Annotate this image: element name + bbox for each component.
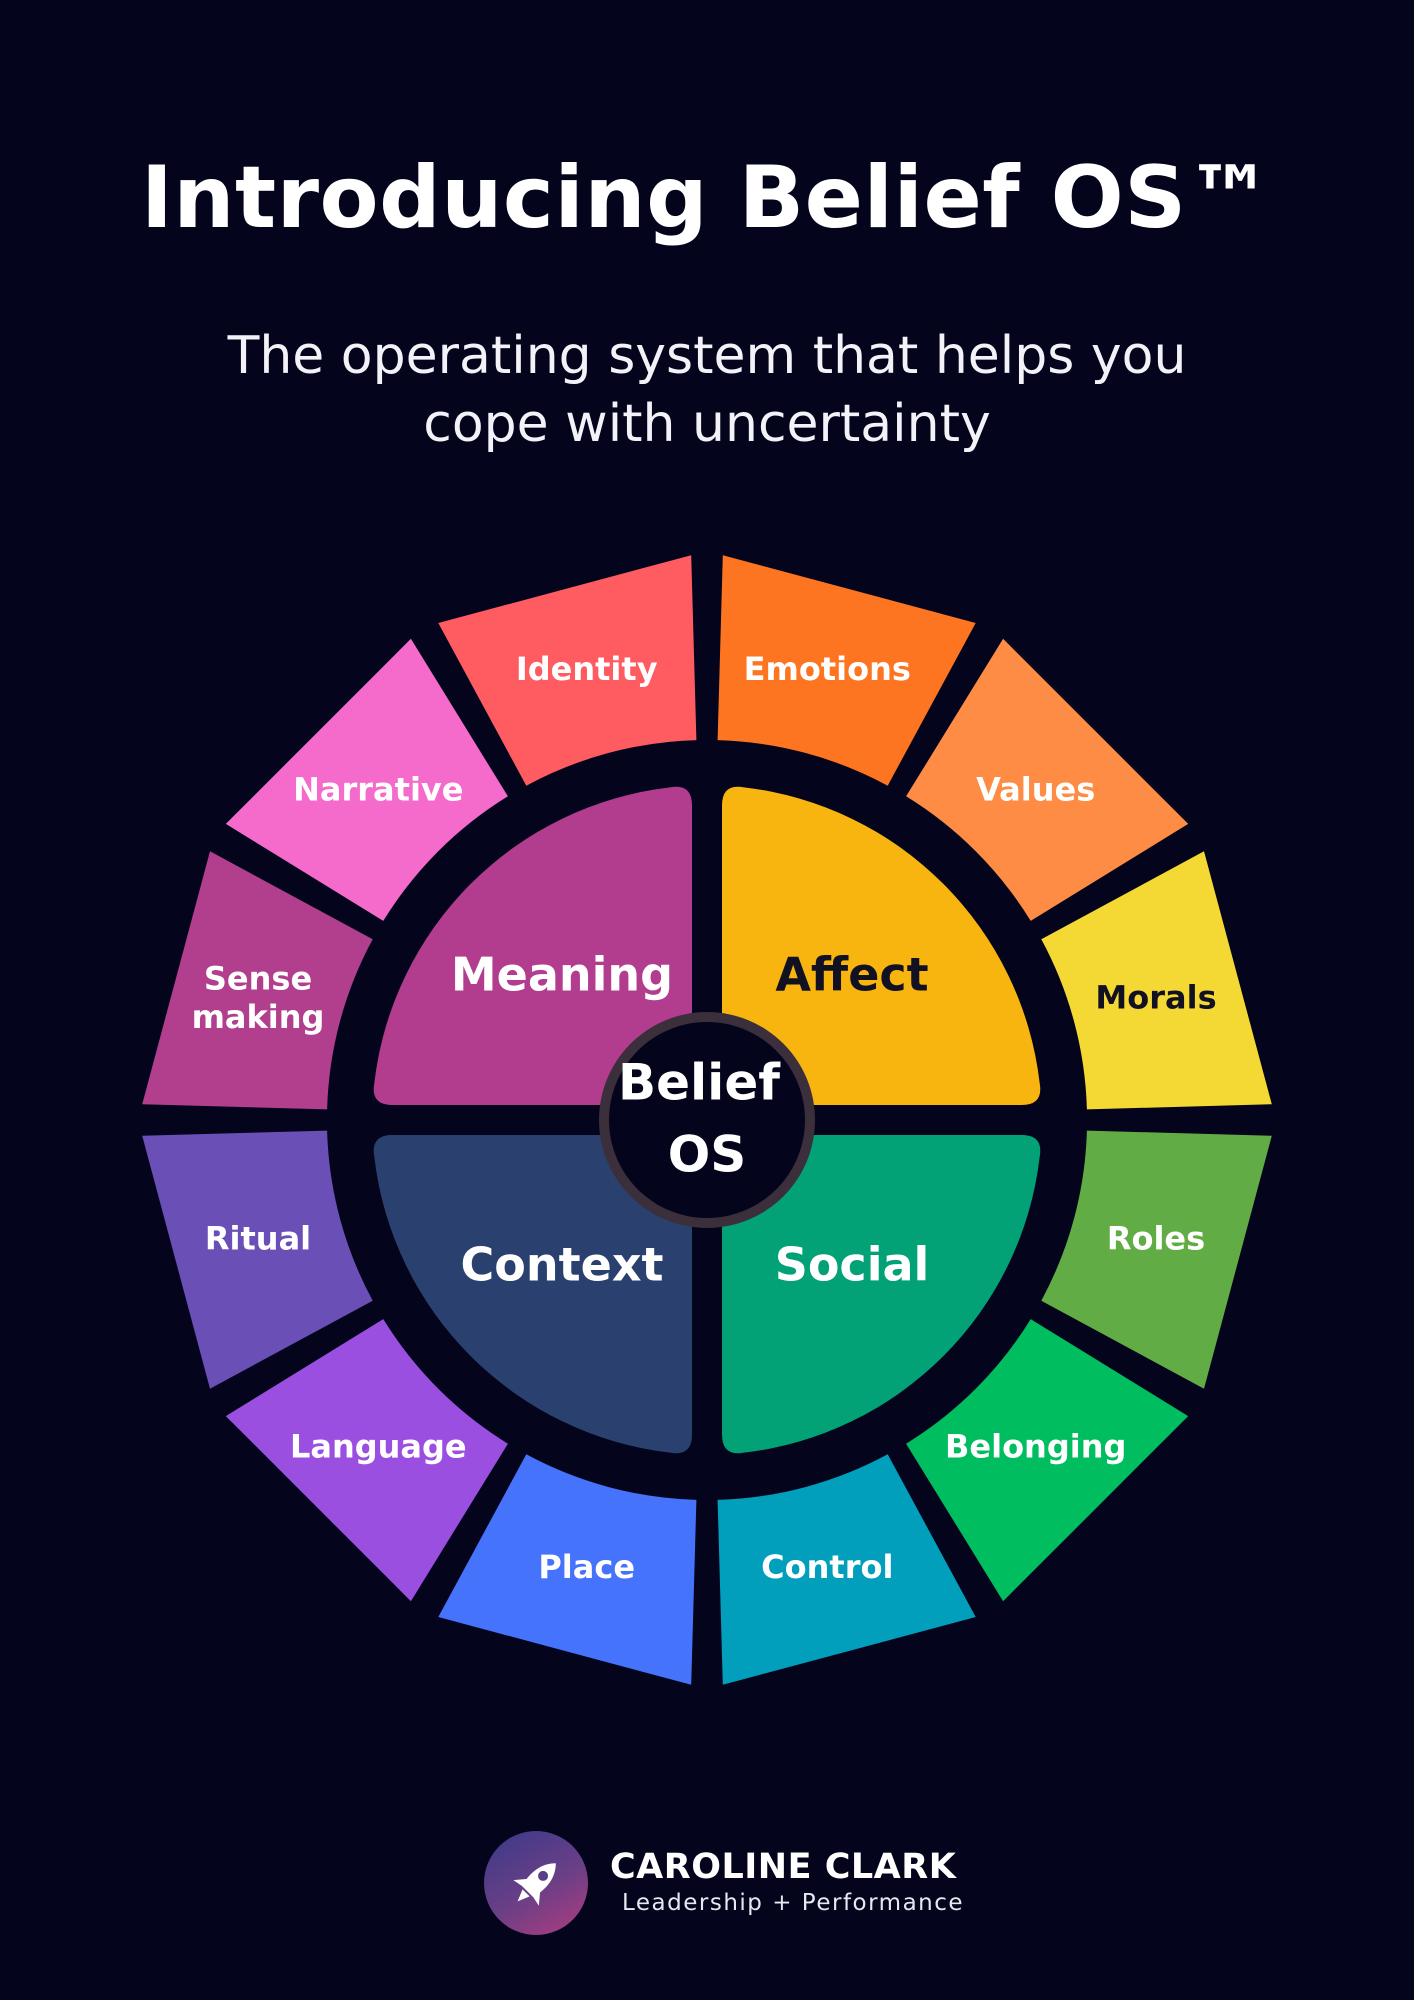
segment-label-roles: Roles bbox=[1107, 1219, 1205, 1257]
rocket-icon bbox=[513, 1863, 556, 1906]
hub bbox=[609, 1022, 805, 1218]
footer-brand: CAROLINE CLARK Leadership + Performance bbox=[484, 1830, 964, 1936]
page-subtitle: The operating system that helps you cope… bbox=[0, 322, 1414, 458]
segment-label-language: Language bbox=[290, 1428, 467, 1466]
segment-identity bbox=[438, 555, 697, 786]
segment-morals bbox=[1041, 851, 1272, 1110]
brand-name: CAROLINE CLARK bbox=[610, 1847, 957, 1887]
brand-tagline: Leadership + Performance bbox=[622, 1890, 965, 1916]
quadrant-label-social: Social bbox=[775, 1238, 930, 1292]
segment-language bbox=[225, 1319, 508, 1602]
segment-label-ritual: Ritual bbox=[205, 1219, 311, 1257]
segment-label-place: Place bbox=[538, 1548, 635, 1586]
quadrant-affect bbox=[722, 786, 1041, 1105]
hub-label-line-2: OS bbox=[668, 1126, 747, 1184]
quadrant-label-context: Context bbox=[461, 1238, 664, 1292]
quadrant-social bbox=[722, 1135, 1041, 1454]
brand: CAROLINE CLARK Leadership + Performance bbox=[610, 1847, 964, 1919]
segment-roles bbox=[1041, 1130, 1272, 1389]
segment-label-values: Values bbox=[976, 770, 1095, 808]
segment-belonging bbox=[906, 1319, 1189, 1602]
quadrant-meaning bbox=[373, 786, 692, 1105]
segment-label-belonging: Belonging bbox=[945, 1428, 1126, 1466]
page-title: Introducing Belief OS™ bbox=[140, 148, 1274, 248]
segment-emotions bbox=[717, 555, 976, 786]
segment-place bbox=[438, 1454, 697, 1685]
segment-label-control: Control bbox=[761, 1548, 893, 1586]
segment-control bbox=[717, 1454, 976, 1685]
subtitle-line-2: cope with uncertainty bbox=[423, 394, 991, 454]
segment-label-narrative: Narrative bbox=[293, 770, 463, 808]
segment-narrative bbox=[225, 638, 508, 921]
quadrant-label-meaning: Meaning bbox=[451, 948, 673, 1002]
hub-label-line-1: Belief bbox=[618, 1054, 781, 1112]
segment-values bbox=[906, 638, 1189, 921]
quadrant-label-affect: Affect bbox=[775, 948, 928, 1002]
segment-label-identity: Identity bbox=[516, 650, 658, 688]
segment-ritual bbox=[142, 1130, 373, 1389]
segment-sense-making bbox=[142, 851, 373, 1110]
segment-label-emotions: Emotions bbox=[744, 650, 911, 688]
subtitle-line-1: The operating system that helps you bbox=[227, 326, 1187, 386]
logo bbox=[484, 1831, 588, 1935]
quadrant-context bbox=[373, 1135, 692, 1454]
segment-label-morals: Morals bbox=[1095, 979, 1216, 1017]
